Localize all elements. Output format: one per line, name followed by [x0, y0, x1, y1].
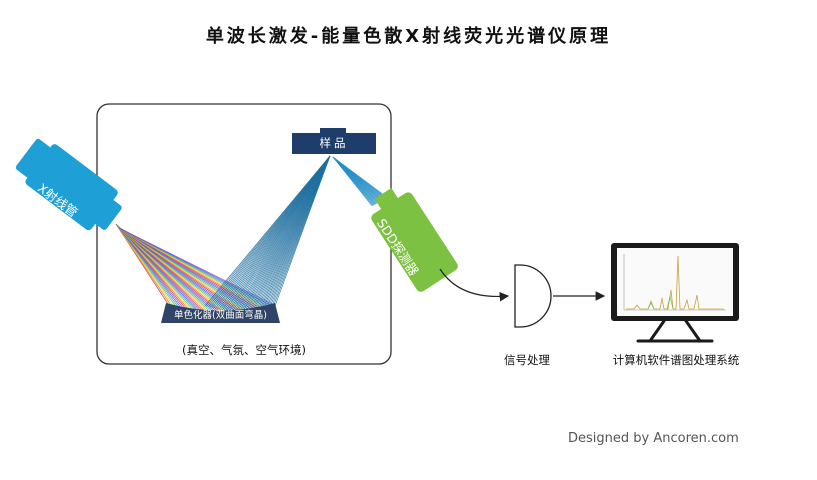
sdd-detector	[371, 187, 458, 292]
xray-tube	[15, 138, 122, 231]
sample-holder	[292, 133, 376, 154]
signal-processor-icon	[514, 264, 552, 328]
credit-text: Designed by Ancoren.com	[568, 431, 739, 446]
monochromator-label: 单色化器(双曲面弯晶)	[174, 310, 267, 321]
diffracted-rays	[204, 155, 331, 313]
spectrum-plot	[623, 254, 726, 311]
sample-label: 样品	[319, 136, 349, 150]
fluorescence-rays	[332, 156, 389, 207]
monitor-icon	[611, 243, 739, 343]
sample-tab	[320, 128, 346, 134]
software-label: 计算机软件谱图处理系统	[612, 353, 740, 367]
environment-label: (真空、气氛、空气环境)	[182, 343, 306, 357]
diffracted-ray	[274, 155, 331, 307]
monochromator-crystal	[161, 303, 280, 323]
page-title: 单波长激发-能量色散X射线荧光光谱仪原理	[205, 26, 612, 47]
fluorescence-ray	[332, 156, 389, 199]
signal-processing-label: 信号处理	[504, 353, 550, 367]
detector-to-processor-arrow	[439, 268, 510, 302]
